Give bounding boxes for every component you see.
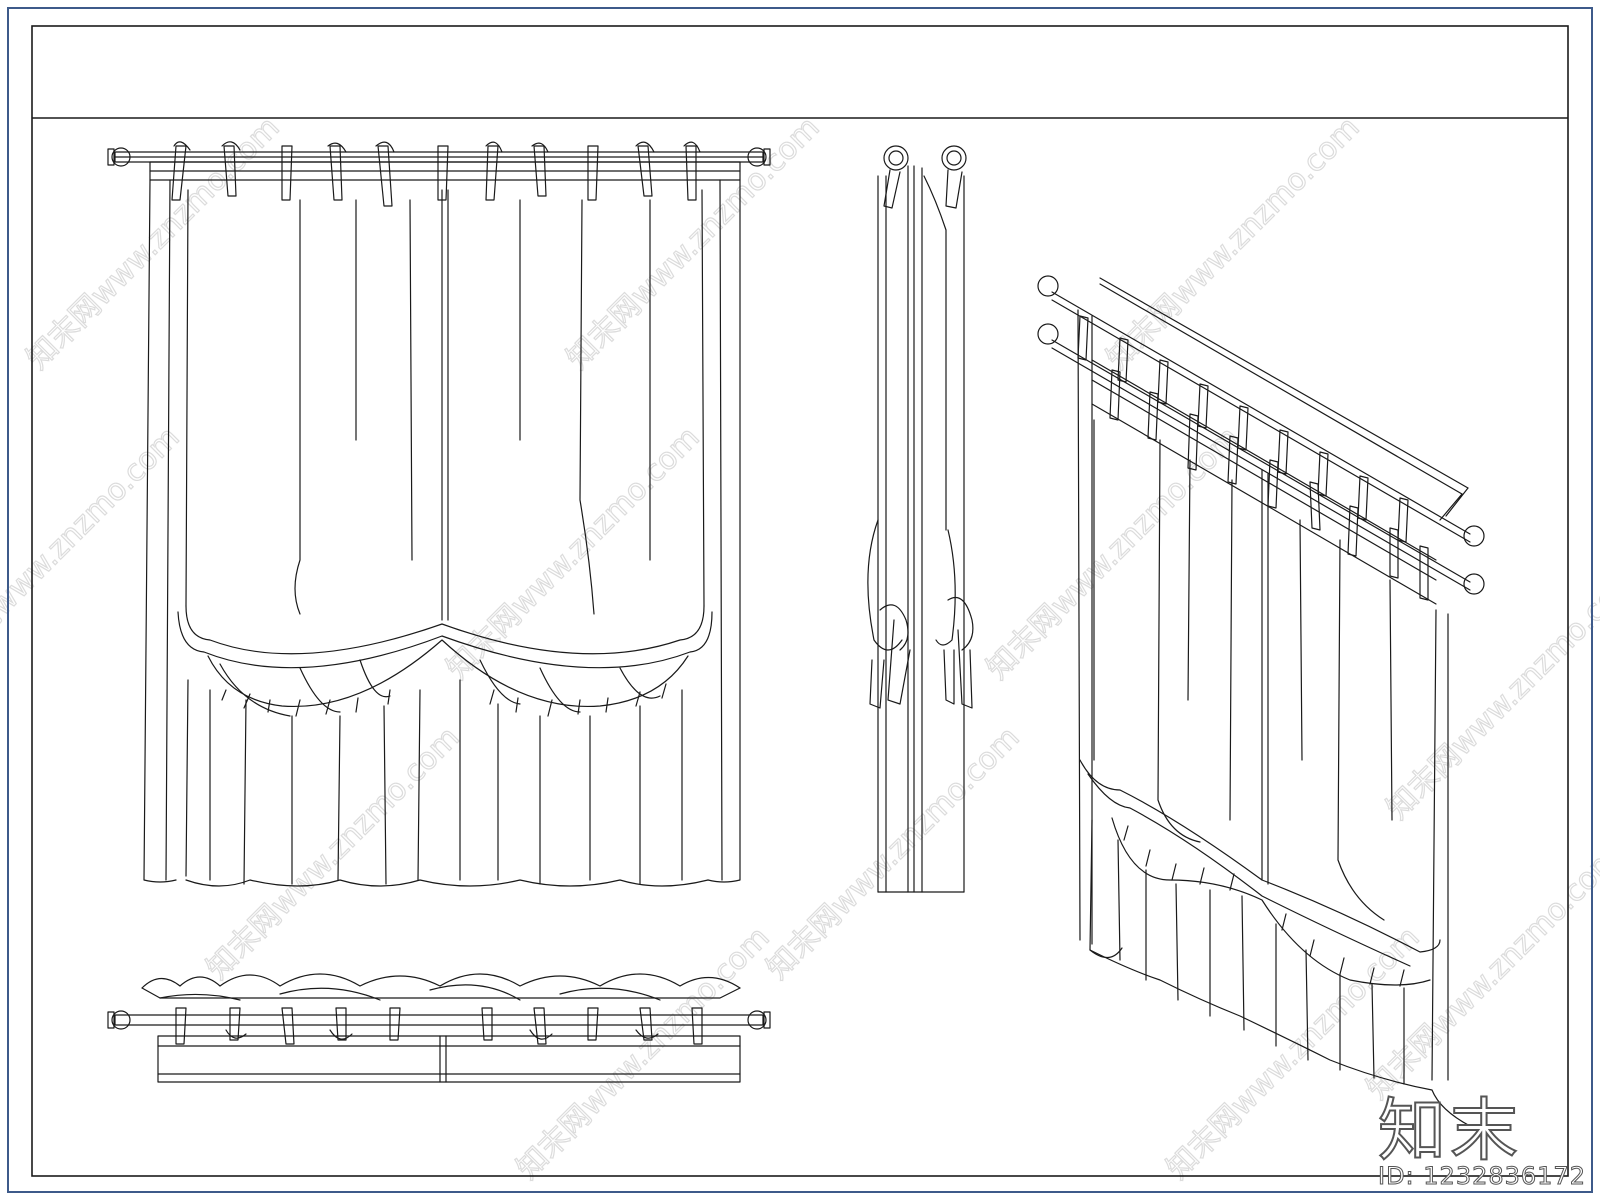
curtain-isometric [1037,275,1485,1127]
watermark-text: 知末网www.znzmo.com [760,720,1026,986]
watermark-text: 知末网www.znzmo.com [510,920,776,1186]
brand-logo: 知末 [1377,1092,1523,1171]
curtain-top-plan [107,973,771,1083]
watermark-text: 知末网www.znzmo.com [440,420,706,686]
watermark-text: 知末网www.znzmo.com [1100,110,1366,376]
outer-frame [7,7,1593,1193]
watermark-text: 知末网www.znzmo.com [200,720,466,986]
watermark-text: 知末网www.znzmo.com [1380,560,1600,826]
watermark-text: 知末网www.znzmo.com [560,110,826,376]
watermark-text: 知末网www.znzmo.com [20,110,286,376]
drawing-id-label: ID: 1232836172 [1378,1162,1586,1190]
watermark-text: 知末网www.znzmo.com [0,420,186,686]
curtain-front-elevation [107,141,771,887]
inner-frame [31,25,1569,1177]
curtain-side-elevation [867,145,974,893]
watermark-text: 知末网www.znzmo.com [980,420,1246,686]
